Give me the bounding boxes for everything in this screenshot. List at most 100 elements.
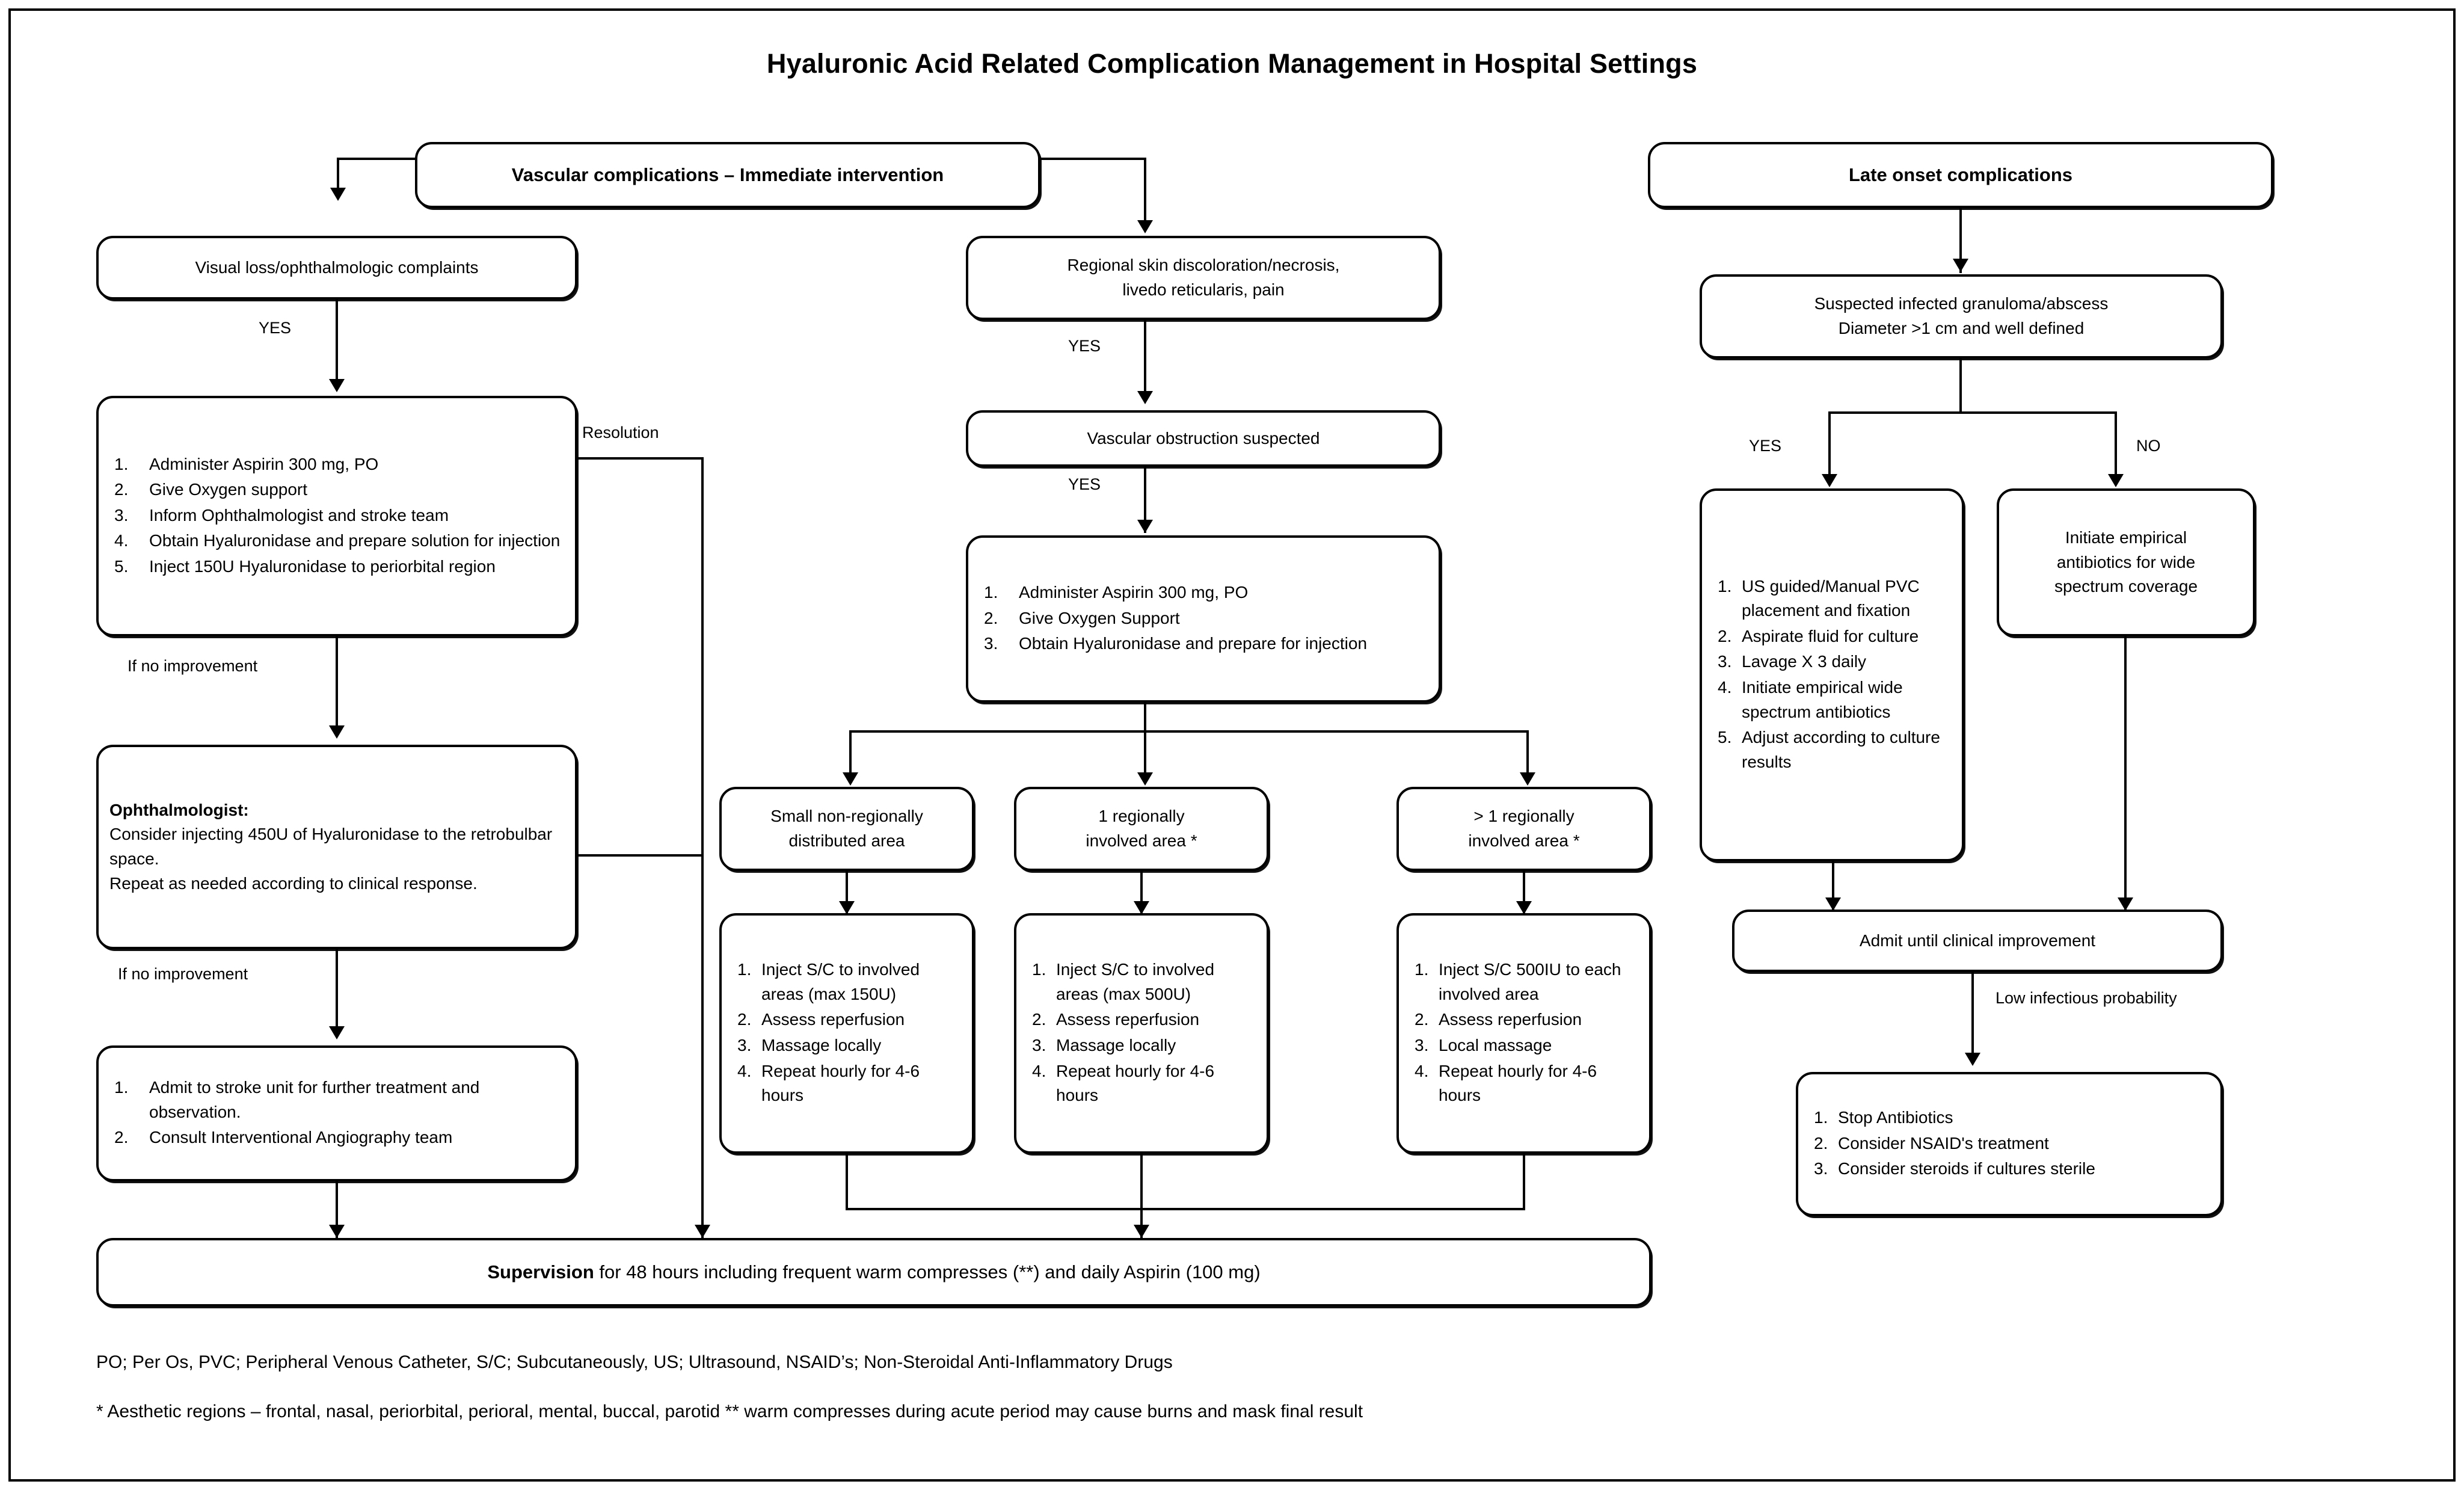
connector-split-b2 — [1144, 730, 1146, 777]
node-treat-many[interactable]: Inject S/C 500IU to each involved area A… — [1396, 913, 1651, 1154]
list-item: Consult Interventional Angiography team — [114, 1125, 453, 1150]
arrow-to-branch-many — [1520, 772, 1535, 786]
treat-one-list: Inject S/C to involved areas (max 500U) … — [1027, 958, 1256, 1109]
node-regional-skin[interactable]: Regional skin discoloration/necrosis,liv… — [966, 236, 1441, 320]
connector-vascular-left-drop — [337, 158, 339, 192]
connector-granuloma-yes — [1828, 411, 1831, 479]
list-item: Give Oxygen support — [114, 478, 308, 502]
connector-small-down — [846, 871, 848, 916]
connector-us-to-admit — [1832, 861, 1834, 912]
arrow-regional-to-obstruction — [1137, 391, 1153, 404]
footnote-abbreviations: PO; Per Os, PVC; Peripheral Venous Cathe… — [96, 1352, 1173, 1372]
connector-ophthalmologist-to-stroke — [336, 949, 338, 1033]
list-item: Consider steroids if cultures sterile — [1814, 1157, 2095, 1181]
arrow-stroke-to-supervision — [329, 1225, 345, 1238]
node-visual-loss-label: Visual loss/ophthalmologic complaints — [195, 257, 479, 277]
arrow-small-to-treat — [839, 901, 855, 914]
arrow-granuloma-no — [2108, 474, 2124, 487]
node-vascular-header-label: Vascular complications – Immediate inter… — [511, 164, 944, 185]
node-treat-small[interactable]: Inject S/C to involved areas (max 150U) … — [719, 913, 974, 1154]
connector-treat-merge-bar — [846, 1208, 1525, 1210]
stop-antibiotics-list: Stop Antibiotics Consider NSAID's treatm… — [1809, 1106, 2210, 1183]
list-item: Assess reperfusion — [1415, 1008, 1582, 1032]
arrow-one-to-treat — [1134, 901, 1149, 914]
label-yes-2: YES — [1068, 337, 1101, 355]
connector-regional-to-obstruction — [1144, 320, 1146, 398]
connector-vascular-right-drop — [1144, 158, 1146, 225]
list-item: Inject 150U Hyaluronidase to periorbital… — [114, 555, 496, 579]
connector-split-b3 — [1526, 730, 1529, 777]
node-us-guided[interactable]: US guided/Manual PVC placement and fixat… — [1700, 488, 1964, 861]
arrow-many-to-treat — [1516, 901, 1532, 914]
list-item: Local massage — [1415, 1033, 1552, 1057]
node-admit-until-label: Admit until clinical improvement — [1859, 931, 2096, 950]
list-item: Initiate empirical wide spectrum antibio… — [1718, 676, 1903, 721]
connector-granuloma-no — [2115, 411, 2117, 479]
list-item: Repeat hourly for 4-6 hours — [737, 1059, 920, 1105]
connector-resolution-into-ophthalmologist — [577, 854, 702, 857]
connector-actions-to-ophthalmologist — [336, 636, 338, 733]
label-resolution: Resolution — [582, 423, 659, 442]
footnote-aesthetic-regions: * Aesthetic regions – frontal, nasal, pe… — [96, 1402, 1363, 1421]
list-item: Stop Antibiotics — [1814, 1106, 1953, 1130]
connector-late-to-granuloma — [1959, 208, 1962, 273]
connector-vascular-split-right — [1038, 158, 1146, 160]
node-vascular-actions[interactable]: Administer Aspirin 300 mg, PO Give Oxyge… — [966, 535, 1441, 703]
us-guided-list: US guided/Manual PVC placement and fixat… — [1713, 574, 1951, 776]
label-low-infectious: Low infectious probability — [1995, 989, 2177, 1007]
arrow-admit-to-stop — [1965, 1053, 1980, 1066]
node-stroke-unit[interactable]: Admit to stroke unit for further treatme… — [96, 1045, 577, 1181]
node-stop-antibiotics[interactable]: Stop Antibiotics Consider NSAID's treatm… — [1796, 1072, 2223, 1216]
label-yes-1: YES — [259, 319, 292, 337]
arrow-to-branch-small — [843, 772, 858, 786]
connector-obstruction-to-actions — [1144, 467, 1146, 533]
node-visual-actions[interactable]: Administer Aspirin 300 mg, PO Give Oxyge… — [96, 396, 577, 636]
connector-merge-to-supervision — [1140, 1208, 1143, 1240]
list-item: Assess reperfusion — [1032, 1008, 1200, 1032]
figure-title: Hyaluronic Acid Related Complication Man… — [766, 48, 1698, 79]
list-item: Massage locally — [1032, 1033, 1176, 1057]
node-vascular-obstruction-label: Vascular obstruction suspected — [1087, 428, 1320, 448]
ophthalmologist-line-2: Repeat as needed according to clinical r… — [109, 873, 478, 893]
connector-many-down — [1523, 871, 1525, 916]
supervision-rest: for 48 hours including frequent warm com… — [594, 1261, 1261, 1282]
node-visual-loss[interactable]: Visual loss/ophthalmologic complaints — [96, 236, 577, 300]
node-vascular-header[interactable]: Vascular complications – Immediate inter… — [415, 142, 1040, 208]
arrow-obstruction-to-actions — [1137, 520, 1153, 533]
node-treat-one[interactable]: Inject S/C to involved areas (max 500U) … — [1014, 913, 1269, 1154]
supervision-text: Supervision for 48 hours including frequ… — [487, 1259, 1260, 1286]
node-supervision[interactable]: Supervision for 48 hours including frequ… — [96, 1238, 1651, 1307]
node-vascular-obstruction[interactable]: Vascular obstruction suspected — [966, 410, 1441, 467]
list-item: Give Oxygen Support — [984, 606, 1180, 630]
list-item: Obtain Hyaluronidase and prepare solutio… — [114, 529, 561, 553]
arrow-empirical-to-admit — [2118, 897, 2133, 911]
connector-treat-one-down — [1140, 1154, 1143, 1210]
node-admit-until[interactable]: Admit until clinical improvement — [1732, 910, 2223, 972]
list-item: Inject S/C 500IU to each involved area — [1415, 958, 1621, 1003]
arrow-to-visual-loss — [330, 188, 346, 201]
list-item: Aspirate fluid for culture — [1718, 624, 1919, 648]
connector-treat-many-down — [1523, 1154, 1525, 1210]
list-item: Administer Aspirin 300 mg, PO — [984, 580, 1249, 605]
node-late-onset-header-label: Late onset complications — [1848, 164, 2073, 185]
arrow-to-regional-skin — [1137, 220, 1153, 233]
node-ophthalmologist[interactable]: Ophthalmologist: Consider injecting 450U… — [96, 745, 577, 949]
label-yes-4: YES — [1749, 437, 1782, 455]
connector-granuloma-stem — [1959, 359, 1962, 414]
list-item: Assess reperfusion — [737, 1008, 905, 1032]
label-no-1: NO — [2136, 437, 2161, 455]
node-late-onset-header[interactable]: Late onset complications — [1648, 142, 2273, 208]
list-item: Consider NSAID's treatment — [1814, 1131, 2049, 1156]
list-item: US guided/Manual PVC placement and fixat… — [1718, 574, 1920, 620]
connector-visual-to-actions — [336, 300, 338, 384]
node-regional-skin-label: Regional skin discoloration/necrosis,liv… — [1067, 256, 1340, 299]
